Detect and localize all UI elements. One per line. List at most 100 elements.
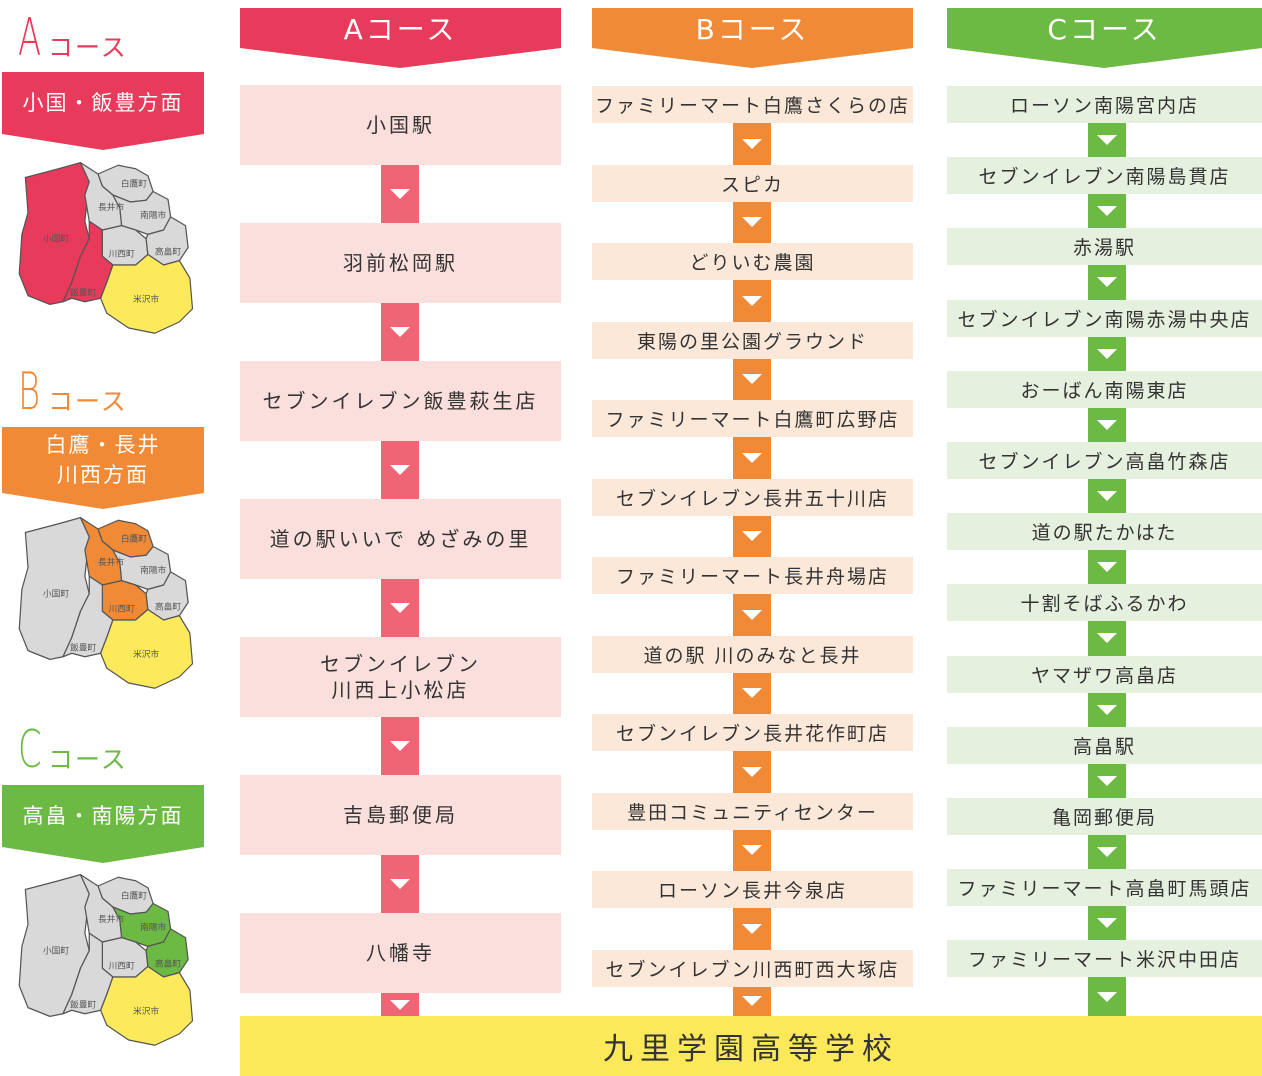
down-arrow-icon <box>1088 194 1126 229</box>
route-stop: 豊田コミュニティセンター <box>592 792 913 830</box>
route-stop-label: 豊田コミュニティセンター <box>627 801 878 824</box>
route-stop: セブンイレブン長井花作町店 <box>592 714 913 751</box>
route-stop-label: セブンイレブン南陽赤湯中央店 <box>957 308 1252 331</box>
map-region-yonezawa <box>100 965 194 1046</box>
down-arrow-icon <box>1088 906 1126 941</box>
down-arrow-icon <box>381 717 419 775</box>
route-stop-label: ファミリーマート高畠町馬頭店 <box>957 878 1252 901</box>
down-arrow-icon <box>381 855 419 913</box>
route-stop-label: セブンイレブン南陽島貫店 <box>978 166 1231 189</box>
route-stop-label: 吉島郵便局 <box>343 803 458 827</box>
down-arrow-icon <box>1088 123 1126 158</box>
down-arrow-icon <box>733 123 771 165</box>
map-label-oguni: 小国町 <box>43 588 69 599</box>
route-stop-label: 亀岡郵便局 <box>1051 807 1157 829</box>
map-label-yonezawa: 米沢市 <box>133 293 159 305</box>
map-region-takahata <box>145 216 189 266</box>
down-arrow-icon <box>733 358 771 400</box>
map-course-b: 白鷹町長井市南陽市小国町川西町高畠町飯豊町米沢市 <box>2 515 208 690</box>
map-label-kawanishi: 川西町 <box>109 603 135 614</box>
down-arrow-icon <box>381 165 419 223</box>
route-stop: 八幡寺 <box>240 913 561 993</box>
course-a-header: Aコース <box>240 8 561 68</box>
route-stop: ファミリーマート白鷹町広野店 <box>592 400 913 437</box>
route-stop-label: セブンイレブン川西上小松店 <box>320 652 481 702</box>
map-region-iide <box>62 575 114 658</box>
down-arrow-icon <box>733 515 771 557</box>
route-stop: ローソン南陽宮内店 <box>947 86 1262 123</box>
route-stop-label: ファミリーマート米沢中田店 <box>967 949 1241 972</box>
route-stop: ローソン長井今泉店 <box>592 871 913 908</box>
down-arrow-icon <box>381 993 419 1016</box>
down-arrow-icon <box>381 579 419 637</box>
map-label-takahata: 高畠町 <box>155 601 181 613</box>
route-stop: 東陽の里公園グラウンド <box>592 321 913 359</box>
map-label-nanyo: 南陽市 <box>140 564 166 576</box>
route-stop-label: ファミリーマート白鷹町広野店 <box>605 409 900 431</box>
route-stop-label: 高畠駅 <box>1072 735 1136 758</box>
map-label-oguni: 小国町 <box>43 945 69 956</box>
map-region-takahata <box>145 928 189 978</box>
route-stop: 道の駅 川のみなと長井 <box>592 635 913 673</box>
route-stop: ヤマザワ高畠店 <box>947 655 1262 693</box>
route-stop: セブンイレブン南陽島貫店 <box>947 157 1262 195</box>
course-a-title: A コース <box>18 8 128 68</box>
route-stop-label: スピカ <box>720 173 784 196</box>
route-stop: セブンイレブン川西上小松店 <box>240 637 561 717</box>
map-label-iide: 飯豊町 <box>70 642 96 654</box>
route-stop: セブンイレブン長井五十川店 <box>592 478 913 516</box>
route-stop-label: ファミリーマート長井舟場店 <box>615 566 889 588</box>
map-label-oguni: 小国町 <box>43 233 69 244</box>
route-stop: おーばん南陽東店 <box>947 370 1262 408</box>
course-a-banner: 小国・飯豊方面 <box>2 72 204 150</box>
course-b-title: B コース <box>18 362 128 422</box>
route-stop-label: ヤマザワ高畠店 <box>1030 664 1178 687</box>
route-stop-label: ローソン南陽宮内店 <box>1009 95 1199 117</box>
route-stop: 赤湯駅 <box>947 228 1262 266</box>
down-arrow-icon <box>733 672 771 714</box>
map-label-nanyo: 南陽市 <box>140 209 166 221</box>
map-label-kawanishi: 川西町 <box>109 248 135 259</box>
route-stop-label: セブンイレブン飯豊萩生店 <box>262 389 539 413</box>
map-label-shirataka: 白鷹町 <box>121 532 147 544</box>
down-arrow-icon <box>1088 550 1126 585</box>
map-label-nanyo: 南陽市 <box>140 921 166 933</box>
route-stop-label: 羽前松岡駅 <box>343 251 458 275</box>
down-arrow-icon <box>1088 621 1126 656</box>
map-label-yonezawa: 米沢市 <box>133 1005 159 1017</box>
map-course-a: 白鷹町長井市南陽市小国町川西町高畠町飯豊町米沢市 <box>2 160 208 335</box>
down-arrow-icon <box>733 908 771 950</box>
map-label-takahata: 高畠町 <box>155 246 181 258</box>
course-c-banner: 高畠・南陽方面 <box>2 785 204 863</box>
down-arrow-icon <box>1088 265 1126 300</box>
down-arrow-icon <box>1088 763 1126 798</box>
route-stop-label: ローソン長井今泉店 <box>657 880 847 902</box>
route-stop-label: セブンイレブン長井五十川店 <box>615 487 889 510</box>
map-course-c: 白鷹町長井市南陽市小国町川西町高畠町飯豊町米沢市 <box>2 872 208 1047</box>
map-label-nagai: 長井市 <box>98 201 124 213</box>
route-stop: セブンイレブン飯豊萩生店 <box>240 361 561 441</box>
route-stop-label: 赤湯駅 <box>1072 237 1136 260</box>
route-stop: 亀岡郵便局 <box>947 798 1262 835</box>
course-c-header: Cコース <box>947 8 1262 68</box>
route-stop: 小国駅 <box>240 85 561 165</box>
route-stop-label: 十割そばふるかわ <box>1020 593 1189 616</box>
route-stop-label: どりいむ農園 <box>689 252 816 274</box>
map-label-iide: 飯豊町 <box>70 999 96 1011</box>
down-arrow-icon <box>733 751 771 793</box>
down-arrow-icon <box>1088 336 1126 371</box>
down-arrow-icon <box>1088 977 1126 1016</box>
route-stop-label: 小国駅 <box>366 113 435 137</box>
map-region-yonezawa <box>100 253 194 334</box>
route-stop: 道の駅たかはた <box>947 513 1262 551</box>
route-stop: 道の駅いいで めざみの里 <box>240 499 561 579</box>
route-stop: ファミリーマート白鷹さくらの店 <box>592 86 913 123</box>
map-label-shirataka: 白鷹町 <box>121 889 147 901</box>
route-stop: セブンイレブン高畠竹森店 <box>947 442 1262 479</box>
map-label-shirataka: 白鷹町 <box>121 177 147 189</box>
down-arrow-icon <box>1088 835 1126 870</box>
route-stop: 十割そばふるかわ <box>947 584 1262 622</box>
route-stop-label: おーばん南陽東店 <box>1020 379 1189 402</box>
map-region-takahata <box>145 571 189 621</box>
down-arrow-icon <box>381 441 419 499</box>
